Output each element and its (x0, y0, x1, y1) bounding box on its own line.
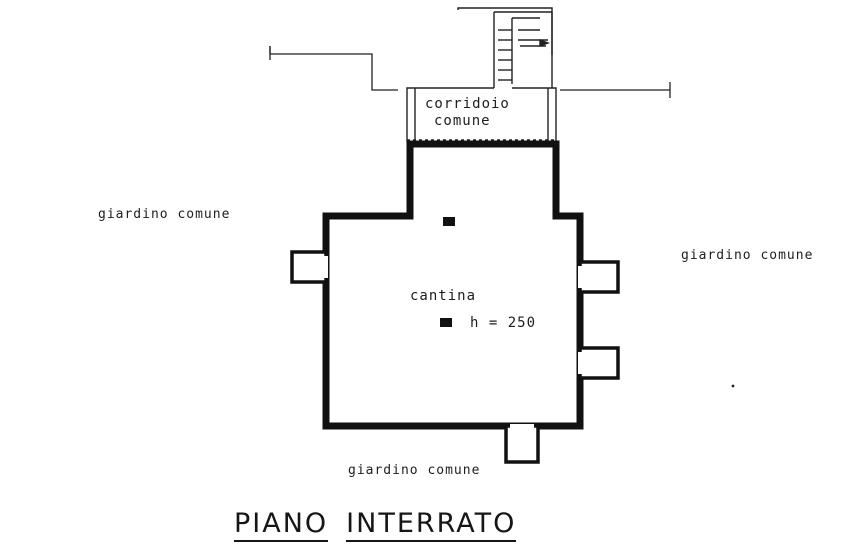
garden-label-right: giardino comune (681, 248, 814, 263)
cellar-wall (322, 140, 584, 430)
room-name-label: cantina (410, 288, 477, 304)
stray-dot (731, 384, 735, 388)
garden-label-left: giardino comune (98, 207, 231, 222)
corridor-label-line1: corridoio (425, 96, 510, 112)
stairwell (457, 7, 553, 88)
page-title: PIANO INTERRATO (234, 508, 517, 542)
title-word-interrato: INTERRATO (346, 508, 517, 542)
corridor-box (406, 87, 557, 142)
corridor-label-line2: comune (434, 113, 491, 129)
marker-lower (440, 318, 452, 327)
light-wells (290, 250, 620, 464)
title-word-piano: PIANO (234, 508, 329, 542)
well-openings (324, 256, 582, 428)
room-height-label: h = 250 (470, 315, 537, 331)
marker-upper (443, 217, 455, 226)
boundary-lines (269, 46, 671, 98)
garden-label-bottom: giardino comune (348, 463, 481, 478)
